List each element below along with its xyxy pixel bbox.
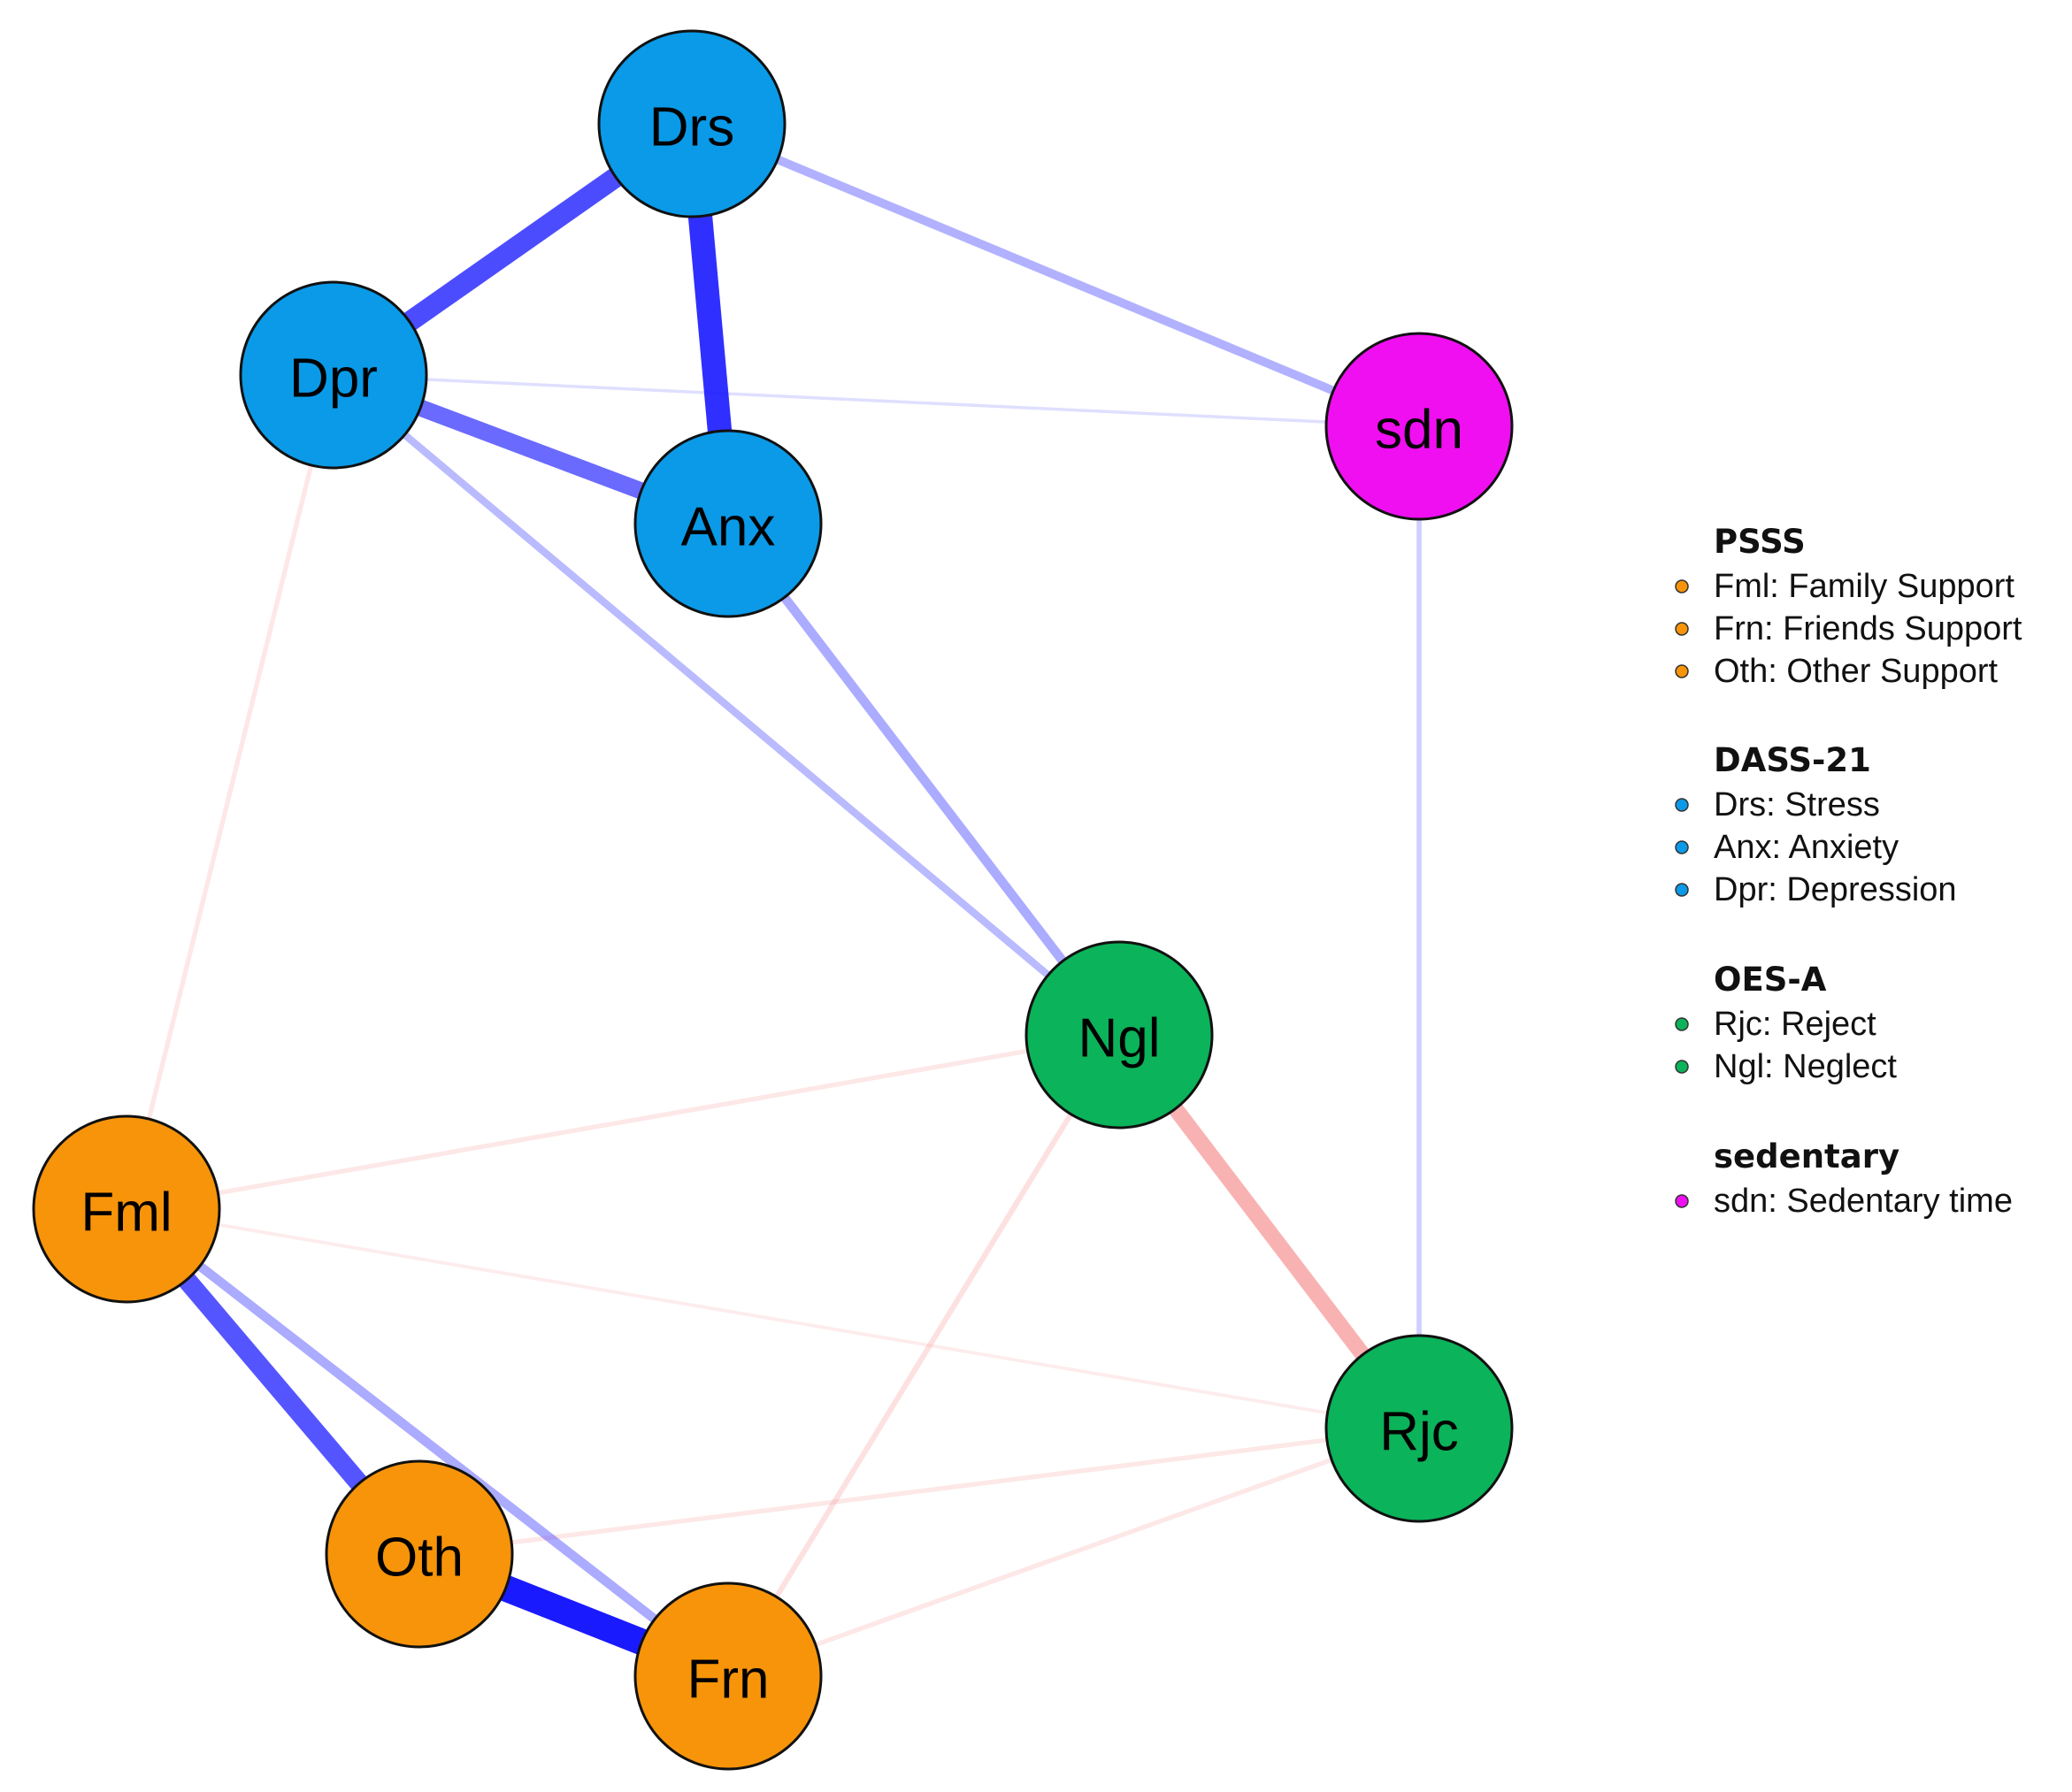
legend-bullet xyxy=(1675,1060,1689,1074)
node-label: Frn xyxy=(687,1650,770,1711)
legend-group-title: DASS-21 xyxy=(1714,741,1871,779)
node-rjc: Rjc xyxy=(1324,1334,1514,1523)
legend-bullet xyxy=(1675,798,1689,812)
node-label: Oth xyxy=(375,1528,464,1589)
node-dpr: Dpr xyxy=(239,280,428,470)
legend-bullet xyxy=(1675,1194,1689,1208)
legend-item: Frn: Friends Support xyxy=(1714,610,2022,647)
edges-layer xyxy=(119,115,1426,1689)
legend-item: Oth: Other Support xyxy=(1714,653,1998,690)
legend-item: Drs: Stress xyxy=(1714,786,1880,823)
node-anx: Anx xyxy=(633,429,823,618)
legend-item: Anx: Anxiety xyxy=(1714,829,1899,866)
node-circle xyxy=(633,1581,823,1771)
legend-bullet xyxy=(1675,840,1689,854)
edge-oth-rjc xyxy=(418,1426,1420,1557)
node-circle xyxy=(1324,332,1514,521)
node-circle xyxy=(633,429,823,618)
legend-item: Fml: Family Support xyxy=(1714,568,2014,605)
node-circle xyxy=(239,280,428,470)
node-drs: Drs xyxy=(597,29,787,218)
legend-bullet xyxy=(1675,579,1689,594)
legend-group-title: OES-A xyxy=(1714,961,1827,999)
node-oth: Oth xyxy=(325,1459,514,1649)
node-circle xyxy=(1324,1334,1514,1523)
edge-frn-rjc xyxy=(727,1426,1420,1679)
edge-fml-frn xyxy=(123,1205,732,1681)
edge-dpr-ngl xyxy=(331,371,1122,1038)
node-ngl: Ngl xyxy=(1024,940,1214,1130)
edge-ngl-fml xyxy=(126,1032,1120,1212)
node-label: Anx xyxy=(681,497,776,558)
node-circle xyxy=(325,1459,514,1649)
node-circle xyxy=(1024,940,1214,1130)
legend-item: Rjc: Reject xyxy=(1714,1006,1876,1043)
edge-drs-sdn xyxy=(690,119,1421,431)
node-circle xyxy=(32,1114,221,1304)
legend-item: Dpr: Depression xyxy=(1714,871,1957,908)
node-label: sdn xyxy=(1375,400,1463,461)
edge-dpr-fml xyxy=(124,374,336,1210)
node-label: Ngl xyxy=(1078,1008,1160,1069)
legend-bullet xyxy=(1675,1017,1689,1031)
legend-group-title: PSSS xyxy=(1714,523,1806,561)
edge-anx-ngl xyxy=(724,520,1124,1038)
legend-item: sdn: Sedentary time xyxy=(1714,1183,2013,1220)
legend-bullet xyxy=(1675,664,1689,678)
legend-group-title: sedentary xyxy=(1714,1137,1899,1176)
node-label: Fml xyxy=(81,1183,172,1244)
edge-dpr-sdn xyxy=(333,373,1420,428)
node-label: Drs xyxy=(649,97,734,158)
legend-bullet xyxy=(1675,622,1689,636)
node-fml: Fml xyxy=(32,1114,221,1304)
edge-fml-rjc xyxy=(126,1207,1420,1430)
node-sdn: sdn xyxy=(1324,332,1514,521)
node-frn: Frn xyxy=(633,1581,823,1771)
legend-bullet xyxy=(1675,883,1689,897)
legend-group-sedentary: sedentary sdn: Sedentary time xyxy=(1675,1137,2013,1220)
edge-ngl-frn xyxy=(725,1033,1122,1678)
node-label: Dpr xyxy=(289,348,378,410)
legend-item: Ngl: Neglect xyxy=(1714,1048,1897,1085)
node-circle xyxy=(597,29,787,218)
node-label: Rjc xyxy=(1379,1402,1459,1463)
